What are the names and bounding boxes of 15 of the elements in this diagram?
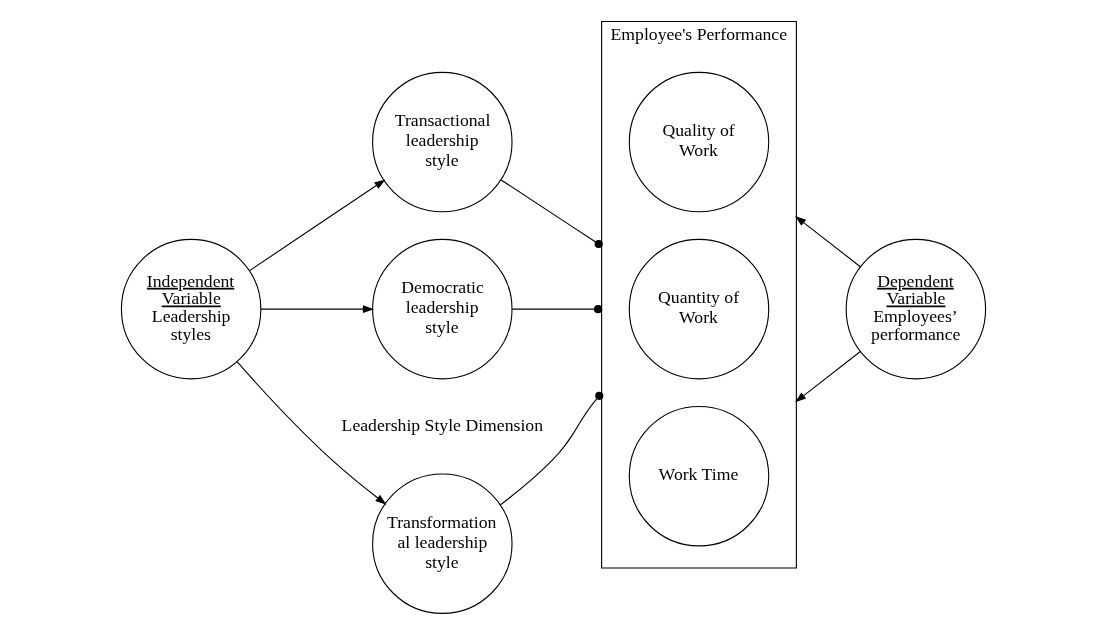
- arrow: [260, 305, 374, 313]
- arrow: [249, 179, 386, 272]
- label: Leadership Style Dimension: [341, 414, 544, 435]
- node-circle: Quantity of Work: [628, 238, 770, 380]
- node-circle: Work Time: [628, 405, 770, 547]
- node-circle: Independent Variable Leadership styles: [120, 238, 262, 380]
- connector: [499, 391, 604, 506]
- node-circle: Dependent Variable Employees’ performance: [845, 238, 987, 380]
- arrow: [236, 361, 387, 505]
- node-circle: Democratic leadership style: [372, 238, 513, 380]
- node-circle: Quality of Work: [628, 71, 770, 213]
- connector: [511, 305, 603, 314]
- arrow: [795, 350, 861, 403]
- arrow: [795, 215, 861, 268]
- connector: [500, 179, 603, 249]
